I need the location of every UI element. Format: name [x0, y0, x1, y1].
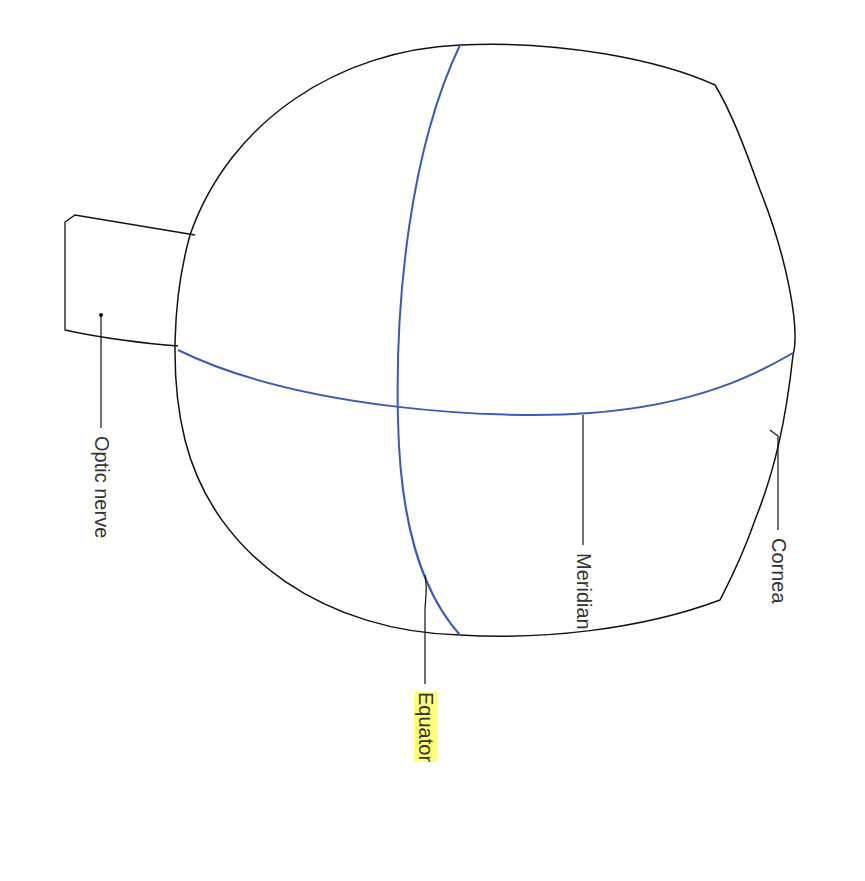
part-label: Meridian [572, 553, 595, 630]
equator-line [398, 45, 460, 635]
leader-line [582, 415, 583, 545]
optic-nerve-outline [65, 215, 195, 346]
part-label: Cornea [767, 538, 790, 604]
eyeball-outline [175, 44, 795, 636]
meridian-line [178, 350, 793, 415]
part-label: Equator [414, 692, 437, 762]
leader-line [100, 315, 101, 428]
leader-line [425, 575, 426, 684]
leader-line [770, 430, 778, 530]
part-label: Optic nerve [90, 436, 113, 538]
